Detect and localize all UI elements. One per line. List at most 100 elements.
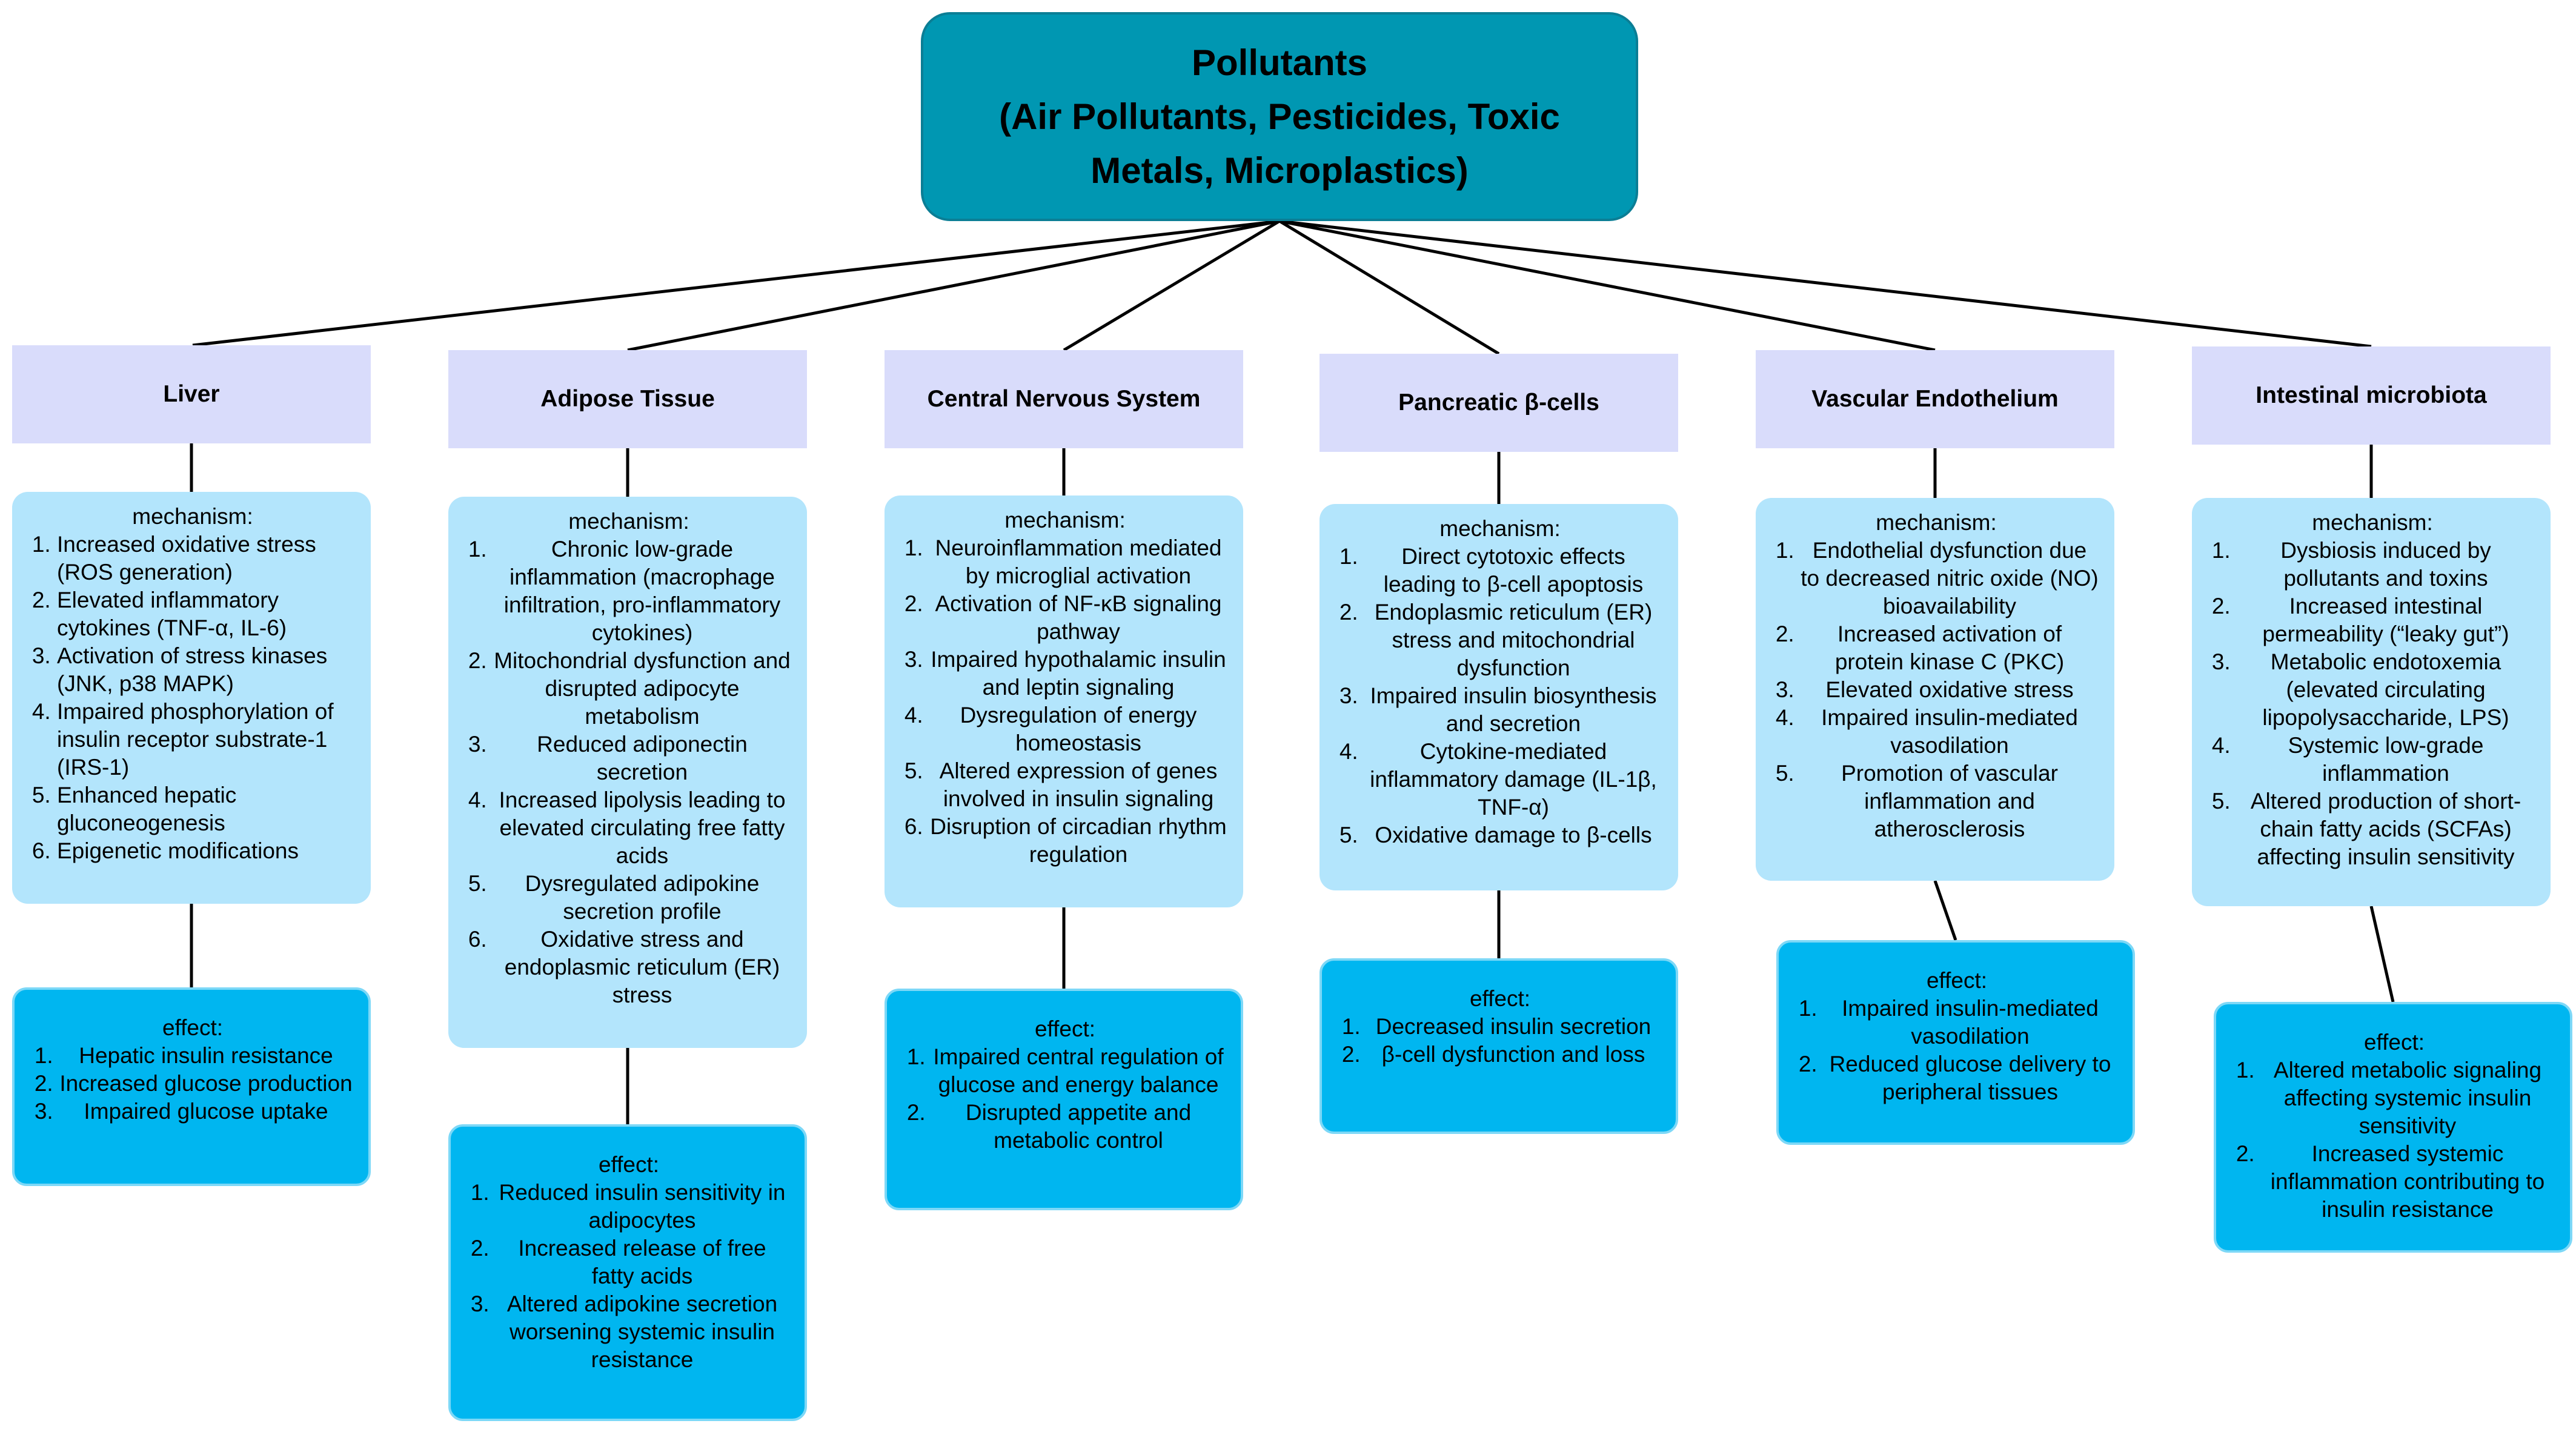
list-item: Direct cytotoxic effects leading to β-ce…: [1364, 543, 1662, 598]
effect-box-central-nervous-system: effect: Impaired central regulation of g…: [885, 989, 1243, 1210]
effect-box-vascular-endothelium: effect: Impaired insulin-mediated vasodi…: [1776, 940, 2135, 1145]
mechanism-label: mechanism:: [1876, 510, 1997, 535]
effect-label: effect:: [1469, 986, 1531, 1011]
effect-box-pancreatic-beta-cells: effect: Decreased insulin secretion β-ce…: [1320, 958, 1678, 1134]
list-item: Increased oxidative stress (ROS generati…: [57, 531, 355, 586]
organ-header-pancreatic-beta-cells: Pancreatic β-cells: [1320, 354, 1678, 452]
list-item: Increased glucose production: [59, 1070, 353, 1098]
effect-box-liver: effect: Hepatic insulin resistance Incre…: [12, 987, 371, 1186]
mechanism-label: mechanism:: [2312, 510, 2433, 535]
list-item: β-cell dysfunction and loss: [1367, 1041, 1660, 1069]
list-item: Cytokine-mediated inflammatory damage (I…: [1364, 738, 1662, 821]
mechanism-list: Chronic low-grade inflammation (macropha…: [466, 535, 791, 1009]
list-item: Disrupted appetite and metabolic control: [932, 1099, 1225, 1155]
effect-label: effect:: [1034, 1016, 1096, 1041]
connector-root-to-header: [1063, 219, 1281, 352]
effect-label: effect:: [598, 1152, 660, 1177]
list-item: Increased lipolysis leading to elevated …: [493, 786, 791, 870]
list-item: Mitochondrial dysfunction and disrupted …: [493, 647, 791, 731]
mechanism-label: mechanism:: [1004, 508, 1126, 532]
mechanism-box-liver: mechanism: Increased oxidative stress (R…: [12, 492, 371, 904]
mechanism-list: Dysbiosis induced by pollutants and toxi…: [2210, 537, 2535, 871]
effect-list: Impaired central regulation of glucose a…: [905, 1043, 1225, 1155]
list-item: Endothelial dysfunction due to decreased…: [1801, 537, 2099, 620]
list-item: Impaired insulin-mediated vasodilation: [1824, 995, 2117, 1050]
connector-root-to-header: [627, 219, 1280, 352]
list-item: Impaired glucose uptake: [59, 1098, 353, 1125]
list-item: Impaired central regulation of glucose a…: [932, 1043, 1225, 1099]
list-item: Oxidative stress and endoplasmic reticul…: [493, 926, 791, 1009]
list-item: Altered adipokine secretion worsening sy…: [496, 1290, 789, 1374]
mechanism-label: mechanism:: [132, 504, 253, 529]
list-item: Activation of NF-κB signaling pathway: [929, 590, 1227, 646]
effect-box-intestinal-microbiota: effect: Altered metabolic signaling affe…: [2214, 1002, 2572, 1253]
effect-list: Impaired insulin-mediated vasodilation R…: [1797, 995, 2117, 1106]
list-item: Hepatic insulin resistance: [59, 1042, 353, 1070]
root-title: Pollutants (Air Pollutants, Pesticides, …: [999, 42, 1560, 191]
list-item: Altered expression of genes involved in …: [929, 757, 1227, 813]
effect-label: effect:: [2363, 1030, 2425, 1055]
list-item: Dysregulation of energy homeostasis: [929, 701, 1227, 757]
connector-mechanism-to-effect: [1933, 880, 1957, 941]
organ-header-intestinal-microbiota: Intestinal microbiota: [2192, 346, 2551, 445]
mechanism-list: Increased oxidative stress (ROS generati…: [30, 531, 355, 865]
list-item: Enhanced hepatic gluconeogenesis: [57, 781, 355, 837]
mechanism-box-vascular-endothelium: mechanism: Endothelial dysfunction due t…: [1756, 498, 2114, 881]
connector-root-to-header: [1279, 219, 2372, 348]
list-item: Oxidative damage to β-cells: [1364, 821, 1662, 849]
effect-list: Altered metabolic signaling affecting sy…: [2234, 1056, 2554, 1224]
root-node-pollutants: Pollutants (Air Pollutants, Pesticides, …: [921, 12, 1638, 221]
list-item: Chronic low-grade inflammation (macropha…: [493, 535, 791, 647]
mechanism-list: Neuroinflammation mediated by microglial…: [903, 534, 1227, 869]
list-item: Reduced insulin sensitivity in adipocyte…: [496, 1179, 789, 1234]
organ-header-liver: Liver: [12, 345, 371, 443]
list-item: Increased activation of protein kinase C…: [1801, 620, 2099, 676]
list-item: Epigenetic modifications: [57, 837, 355, 865]
organ-header-vascular-endothelium: Vascular Endothelium: [1756, 350, 2114, 448]
list-item: Impaired insulin biosynthesis and secret…: [1364, 682, 1662, 738]
list-item: Elevated oxidative stress: [1801, 676, 2099, 704]
mechanism-box-pancreatic-beta-cells: mechanism: Direct cytotoxic effects lead…: [1320, 504, 1678, 890]
list-item: Altered production of short-chain fatty …: [2237, 787, 2535, 871]
connector-mechanism-to-effect: [2369, 906, 2395, 1003]
effect-box-adipose-tissue: effect: Reduced insulin sensitivity in a…: [448, 1124, 807, 1421]
list-item: Impaired insulin-mediated vasodilation: [1801, 704, 2099, 760]
list-item: Reduced adiponectin secretion: [493, 731, 791, 786]
mechanism-box-central-nervous-system: mechanism: Neuroinflammation mediated by…: [885, 495, 1243, 907]
list-item: Neuroinflammation mediated by microglial…: [929, 534, 1227, 590]
mechanism-list: Direct cytotoxic effects leading to β-ce…: [1338, 543, 1662, 849]
list-item: Endoplasmic reticulum (ER) stress and mi…: [1364, 598, 1662, 682]
list-item: Systemic low-grade inflammation: [2237, 732, 2535, 787]
list-item: Elevated inflammatory cytokines (TNF-α, …: [57, 586, 355, 642]
connector-root-to-header: [1279, 219, 1936, 352]
mechanism-list: Endothelial dysfunction due to decreased…: [1774, 537, 2099, 843]
effect-label: effect:: [1926, 968, 1988, 993]
list-item: Dysregulated adipokine secretion profile: [493, 870, 791, 926]
organ-header-central-nervous-system: Central Nervous System: [885, 350, 1243, 448]
effect-list: Hepatic insulin resistance Increased glu…: [33, 1042, 353, 1125]
list-item: Disruption of circadian rhythm regulatio…: [929, 813, 1227, 869]
effect-list: Decreased insulin secretion β-cell dysfu…: [1340, 1013, 1660, 1069]
list-item: Promotion of vascular inflammation and a…: [1801, 760, 2099, 843]
list-item: Activation of stress kinases (JNK, p38 M…: [57, 642, 355, 698]
list-item: Dysbiosis induced by pollutants and toxi…: [2237, 537, 2535, 592]
effect-list: Reduced insulin sensitivity in adipocyte…: [469, 1179, 789, 1374]
effect-label: effect:: [162, 1015, 224, 1040]
mechanism-label: mechanism:: [568, 509, 689, 534]
list-item: Impaired phosphorylation of insulin rece…: [57, 698, 355, 781]
mechanism-label: mechanism:: [1439, 516, 1561, 541]
list-item: Reduced glucose delivery to peripheral t…: [1824, 1050, 2117, 1106]
list-item: Metabolic endotoxemia (elevated circulat…: [2237, 648, 2535, 732]
connector-root-to-header: [1278, 219, 1500, 356]
connector-root-to-header: [192, 219, 1280, 347]
mechanism-box-intestinal-microbiota: mechanism: Dysbiosis induced by pollutan…: [2192, 498, 2551, 906]
list-item: Decreased insulin secretion: [1367, 1013, 1660, 1041]
list-item: Altered metabolic signaling affecting sy…: [2261, 1056, 2554, 1140]
list-item: Increased release of free fatty acids: [496, 1234, 789, 1290]
mechanism-box-adipose-tissue: mechanism: Chronic low-grade inflammatio…: [448, 497, 807, 1048]
list-item: Impaired hypothalamic insulin and leptin…: [929, 646, 1227, 701]
list-item: Increased intestinal permeability (“leak…: [2237, 592, 2535, 648]
organ-header-adipose-tissue: Adipose Tissue: [448, 350, 807, 448]
